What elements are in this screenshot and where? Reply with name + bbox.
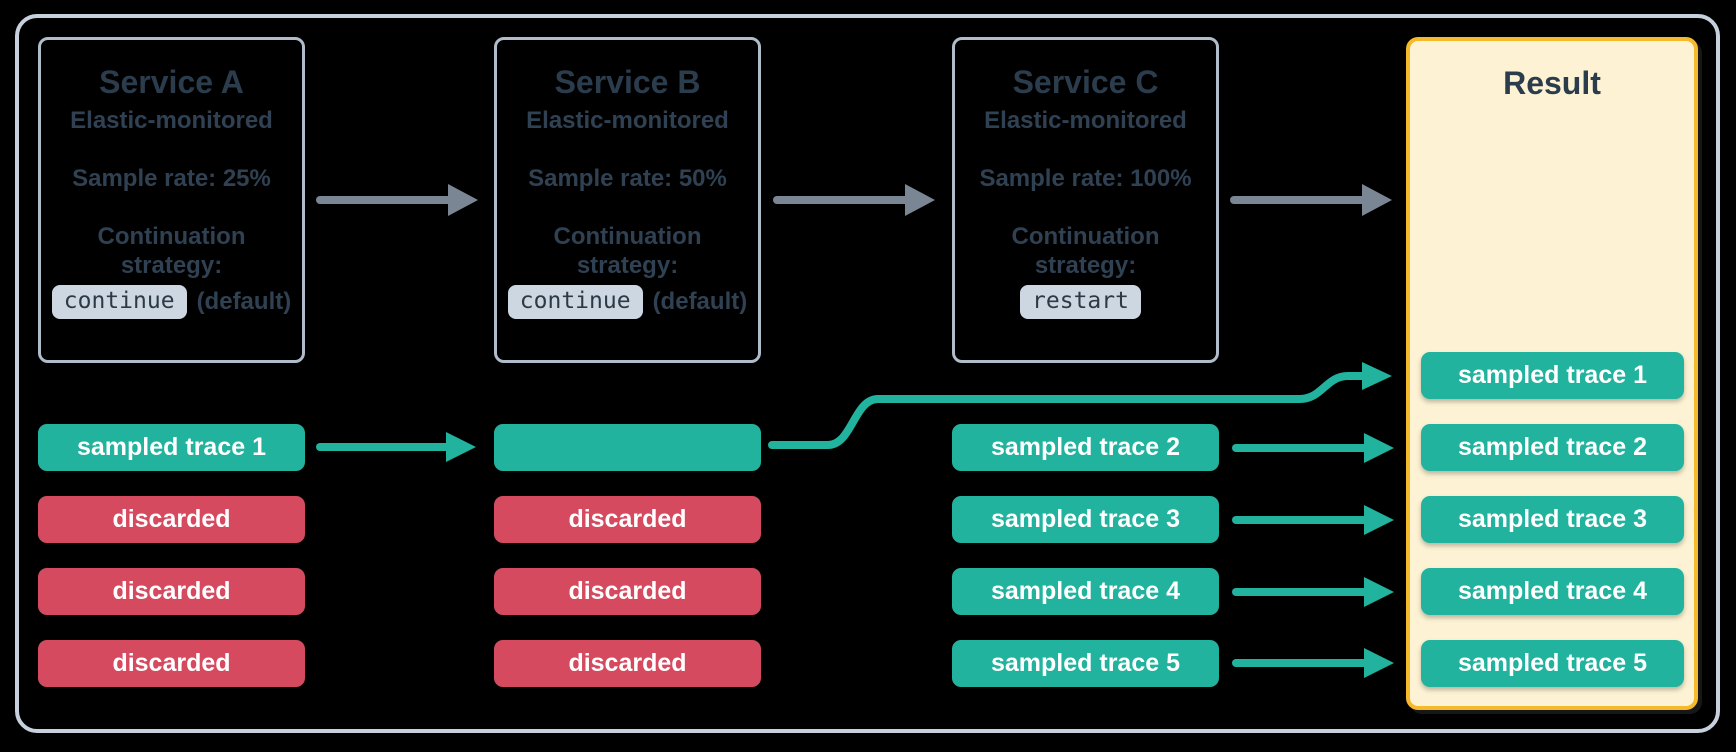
strategy-default-label: (default) [196,288,292,315]
monitored-label: Elastic-monitored [984,107,1187,134]
trace-box-sampled: sampled trace 2 [952,424,1219,471]
monitored-label: Elastic-monitored [70,107,273,134]
service-box-a: Service A Elastic-monitored Sample rate:… [38,37,305,363]
strategy-code-chip: continue [507,285,643,319]
trace-box-discarded: discarded [494,496,761,543]
diagram-frame [15,14,1720,733]
sample-rate-label: Sample rate: 50% [528,165,727,192]
result-trace-box: sampled trace 2 [1421,424,1684,471]
trace-box-sampled: sampled trace 4 [952,568,1219,615]
trace-box-sampled: sampled trace 3 [952,496,1219,543]
strategy-label: Continuation strategy: [1011,223,1160,279]
strategy-value-row: restart [955,285,1216,319]
strategy-code-chip: continue [51,285,187,319]
strategy-label: Continuation strategy: [553,223,702,279]
strategy-value-row: continue (default) [41,285,302,319]
trace-box-sampled: sampled trace 5 [952,640,1219,687]
service-box-c: Service C Elastic-monitored Sample rate:… [952,37,1219,363]
result-trace-box: sampled trace 5 [1421,640,1684,687]
trace-box-sampled-unlabeled [494,424,761,471]
service-title: Service C [1012,64,1159,100]
trace-box-sampled: sampled trace 1 [38,424,305,471]
result-trace-box: sampled trace 4 [1421,568,1684,615]
strategy-default-label: (default) [652,288,748,315]
strategy-code-chip: restart [1020,285,1141,319]
monitored-label: Elastic-monitored [526,107,729,134]
sample-rate-label: Sample rate: 100% [979,165,1192,192]
trace-box-discarded: discarded [494,640,761,687]
service-title: Service A [99,64,244,100]
strategy-value-row: continue (default) [497,285,758,319]
service-box-b: Service B Elastic-monitored Sample rate:… [494,37,761,363]
trace-box-discarded: discarded [38,496,305,543]
service-title: Service B [554,64,701,100]
result-trace-box: sampled trace 3 [1421,496,1684,543]
trace-box-discarded: discarded [38,568,305,615]
strategy-label: Continuation strategy: [97,223,246,279]
sample-rate-label: Sample rate: 25% [72,165,271,192]
trace-box-discarded: discarded [38,640,305,687]
result-title: Result [1503,65,1601,101]
trace-box-discarded: discarded [494,568,761,615]
result-trace-box: sampled trace 1 [1421,352,1684,399]
